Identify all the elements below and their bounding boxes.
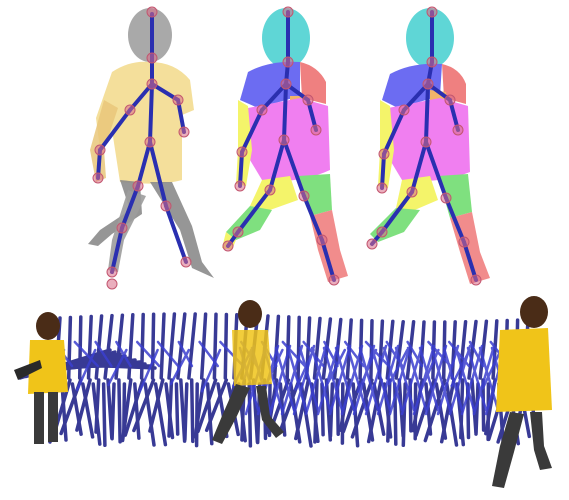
trail-stroke	[104, 384, 105, 445]
motion-sequence	[14, 296, 552, 488]
trail-stroke	[322, 384, 323, 435]
trail-stroke	[112, 384, 114, 439]
trail-stroke	[403, 384, 405, 445]
trail-stroke	[315, 380, 317, 442]
trail-stroke	[105, 316, 112, 378]
trail-stroke	[89, 317, 92, 379]
panel-silhouette-skeleton	[88, 7, 214, 289]
trail-stroke	[192, 380, 193, 441]
trail-stroke	[119, 380, 120, 442]
trail-stroke	[176, 384, 177, 434]
trail-stroke	[214, 314, 216, 378]
trail-stroke	[169, 380, 172, 436]
trail-stroke	[185, 384, 187, 439]
trail-stroke	[169, 314, 174, 378]
panel-segmentation-2	[367, 7, 490, 285]
trail-stroke	[189, 314, 195, 378]
panel-segmentation-1	[222, 7, 348, 285]
trail-stroke	[249, 384, 250, 446]
thigh-green-back	[226, 206, 272, 240]
child-frame-end	[492, 296, 552, 488]
